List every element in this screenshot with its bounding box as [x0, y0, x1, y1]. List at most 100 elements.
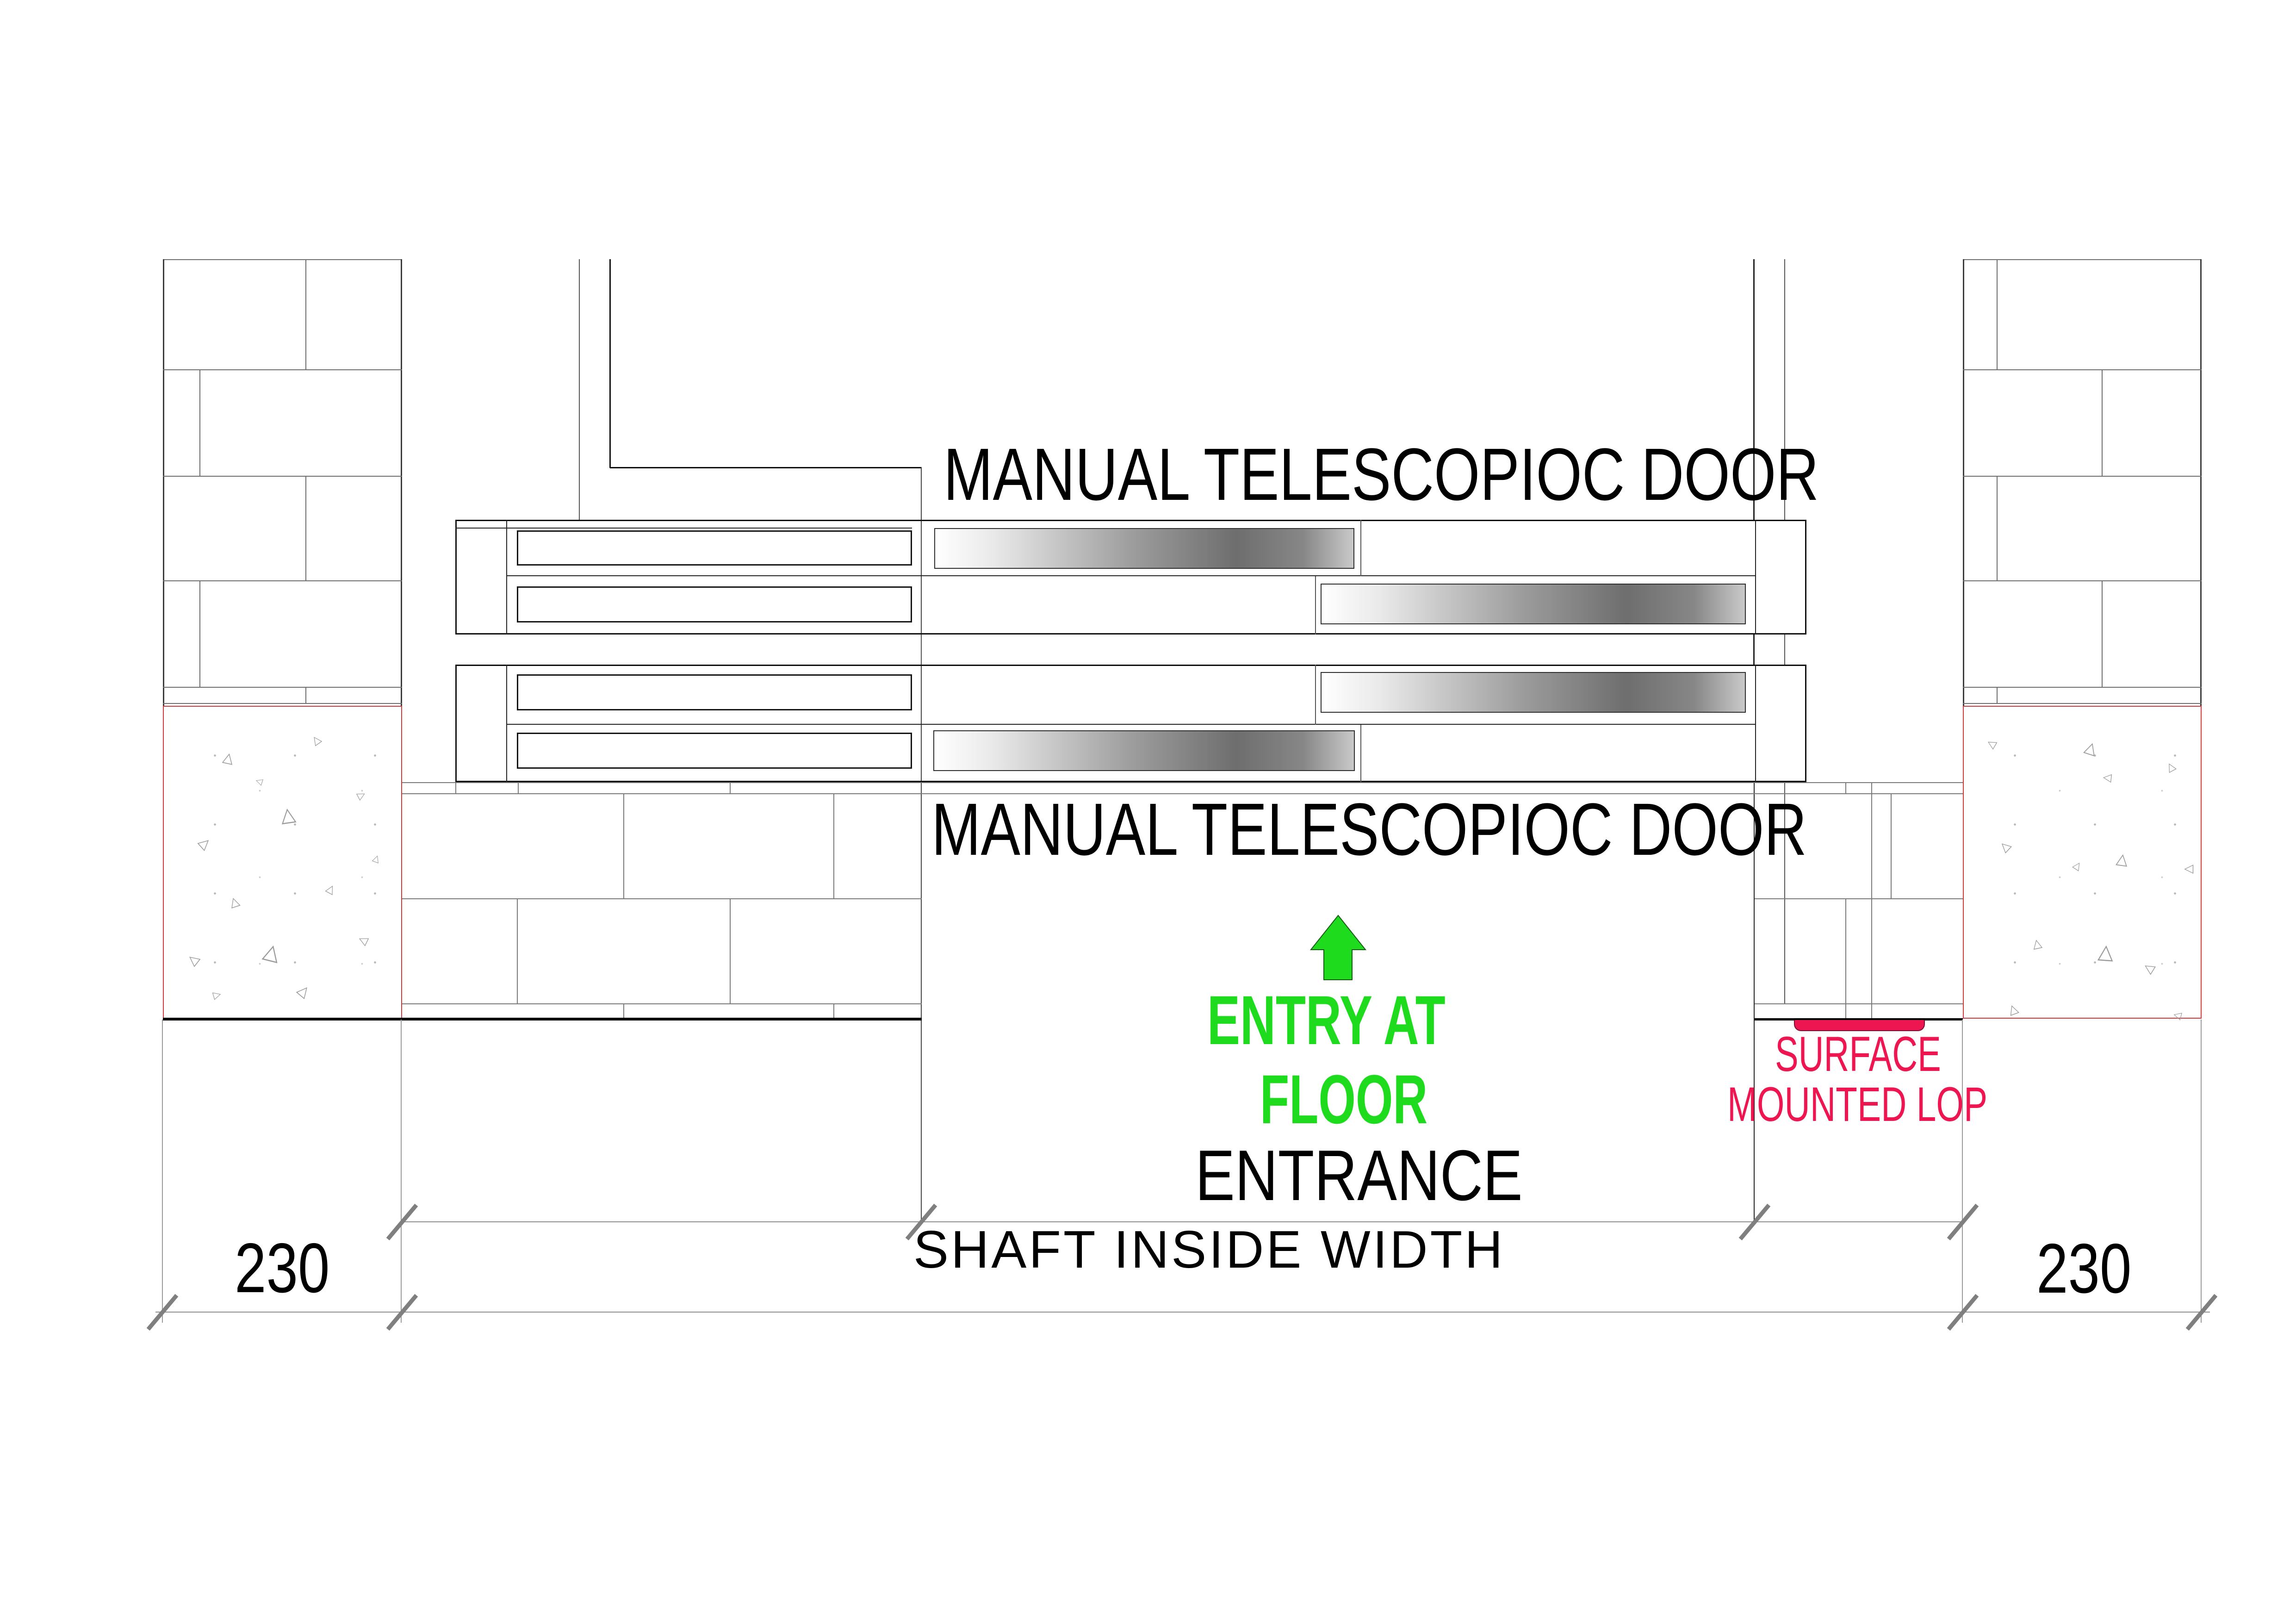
wall-line [1963, 259, 2202, 260]
concrete-triangle: △ [2170, 1010, 2184, 1021]
right-wall-dimension-value: 230 [2036, 1229, 2132, 1308]
door-panel-outline [517, 586, 912, 622]
brick-joint [1997, 476, 1998, 581]
door-panel-outline [517, 530, 912, 566]
block-course-line [402, 1003, 922, 1004]
door-post-line [506, 520, 507, 635]
concrete-triangle: △ [2100, 773, 2114, 783]
brick-joint [199, 580, 200, 688]
door-cell-line [1360, 520, 1361, 576]
lop-label-line2: MOUNTED LOP [1727, 1077, 1988, 1132]
shaft-inside-width-label: SHAFT INSIDE WIDTH [913, 1220, 1505, 1279]
door-head-line [610, 467, 921, 468]
concrete-triangle: △ [279, 802, 297, 827]
concrete-triangle: △ [354, 933, 370, 947]
shaft-line [609, 259, 611, 468]
concrete-triangle: △ [2115, 849, 2129, 868]
shaft-line [1784, 259, 1785, 520]
block-joint [1845, 899, 1846, 1004]
brick-joint [1997, 687, 1998, 704]
concrete-triangle: △ [253, 777, 265, 786]
brick-joint [305, 687, 306, 704]
brick-course-line [163, 369, 402, 370]
concrete-triangle: △ [221, 749, 236, 767]
shaft-line [1753, 259, 1755, 520]
concrete-triangle: △ [261, 938, 283, 965]
brick-course-line [1963, 369, 2202, 370]
block-joint [1845, 1004, 1846, 1019]
sill-joint [455, 782, 456, 794]
shaft-line [1753, 635, 1755, 665]
concrete-triangle: △ [2082, 737, 2100, 759]
opening-edge-line [1754, 782, 1755, 1223]
door-label-bottom: MANUAL TELESCOPIOC DOOR [931, 788, 1807, 871]
opening-edge-line [921, 467, 922, 1223]
door-post-line [1755, 665, 1756, 782]
door-cell-line [1360, 725, 1361, 782]
brick-joint [2102, 369, 2103, 477]
block-joint [623, 794, 624, 899]
concrete-triangle: △ [2139, 959, 2157, 976]
sill-line [402, 793, 1963, 794]
left-concrete-hatch: △ △ △ △ △ △ △ △ △ △ △ △ △ △ [163, 706, 402, 1020]
floor-line-left [163, 1018, 922, 1020]
wall-edge [2200, 259, 2202, 707]
door-frame-bottom [455, 633, 1806, 635]
door-panel-steel [1321, 584, 1746, 624]
extension-line [401, 1020, 402, 1323]
brick-joint [2102, 580, 2103, 688]
concrete-triangle: △ [324, 881, 338, 896]
brick-joint [199, 369, 200, 477]
concrete-triangle: △ [2006, 1001, 2020, 1017]
block-joint [1871, 794, 1872, 899]
door-cell-line [1315, 665, 1316, 725]
door-frame-right [1805, 520, 1806, 635]
concrete-triangle: △ [371, 852, 382, 865]
entry-arrow-icon [1309, 915, 1367, 980]
door-head-inner-line [455, 528, 912, 529]
block-joint [1871, 899, 1872, 1004]
door-cell-line [1315, 576, 1316, 635]
concrete-triangle: △ [295, 981, 314, 1001]
door-panel-steel [934, 528, 1354, 569]
brick-course-line [1963, 703, 2202, 704]
shaft-line [1784, 635, 1785, 665]
wall-line [163, 259, 402, 260]
brick-course-line [163, 703, 402, 704]
door-panel-outline [517, 674, 912, 710]
dimension-line-shaft [402, 1221, 1963, 1222]
brick-joint [305, 259, 306, 370]
brick-course-line [163, 580, 402, 581]
brick-course-line [1963, 580, 2202, 581]
door-frame-bottom [455, 781, 1806, 782]
brick-joint [1997, 259, 1998, 370]
concrete-triangle: △ [211, 989, 225, 1001]
concrete-triangle: △ [309, 732, 323, 747]
concrete-triangle: △ [227, 893, 241, 910]
block-joint [1871, 1004, 1872, 1019]
brick-course-line [1963, 687, 2202, 688]
extension-line [1962, 1020, 1963, 1323]
door-frame-top [455, 665, 1806, 666]
extension-line [2201, 1020, 2202, 1323]
brick-course-line [163, 687, 402, 688]
brick-joint [305, 476, 306, 581]
block-course-line [402, 898, 922, 899]
block-joint [833, 794, 834, 899]
door-frame-top [455, 520, 1806, 521]
door-rail-divider [506, 724, 1755, 725]
sill-joint [1871, 782, 1872, 794]
right-concrete-hatch: △ △ △ △ △ △ △ △ △ △ △ △ △ [1963, 706, 2202, 1021]
concrete-triangle: △ [1983, 737, 1999, 751]
gap-line [921, 635, 922, 665]
block-course-line [1755, 1003, 1963, 1004]
door-frame-right [1805, 665, 1806, 782]
entry-arrow-shape [1309, 915, 1367, 980]
block-joint [833, 1004, 834, 1019]
concrete-triangle: △ [2031, 935, 2043, 951]
sill-line [402, 782, 1963, 783]
sill-joint [518, 782, 519, 794]
wall-edge [1963, 259, 1964, 707]
block-course-line [1755, 898, 1963, 899]
